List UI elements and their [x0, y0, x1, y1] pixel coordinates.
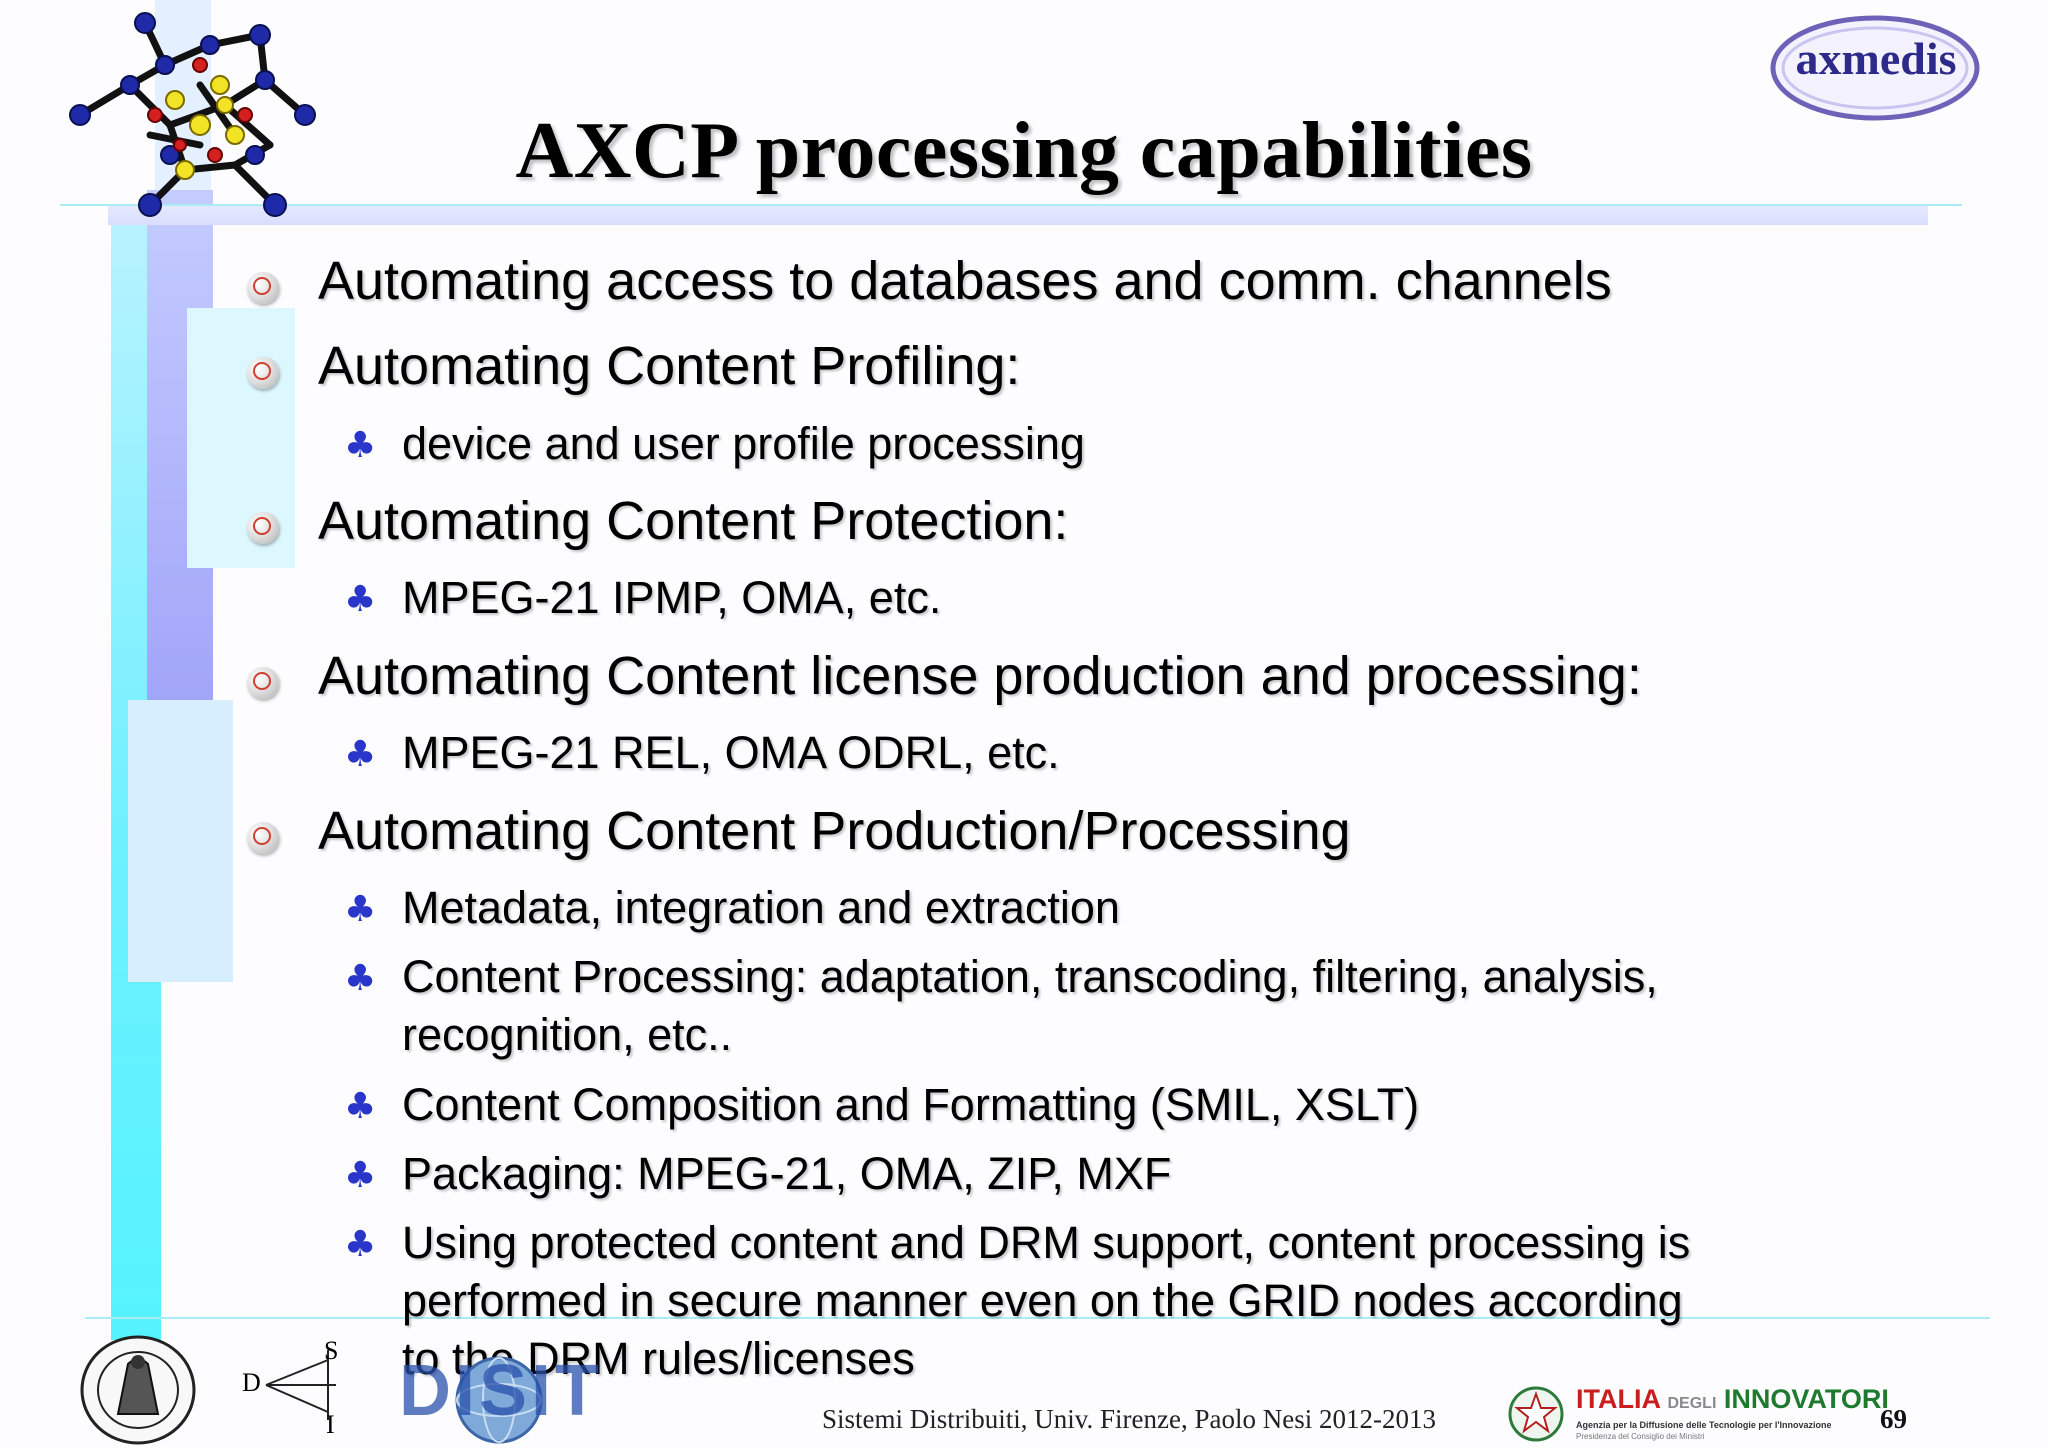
sub-bullet-text: Content Composition and Formatting (SMIL…	[402, 1079, 1420, 1130]
club-bullet-icon: ♣	[344, 734, 377, 775]
ring-bullet-icon	[247, 512, 279, 544]
club-bullet-icon: ♣	[344, 958, 377, 999]
bullet-text: Automating Content Production/Processing	[318, 801, 1351, 861]
header-bar	[108, 205, 1928, 225]
club-bullet-icon: ♣	[344, 1086, 377, 1127]
divider-bottom	[85, 1317, 1990, 1319]
page-number: 69	[1880, 1404, 1907, 1434]
sub-bullet-text: Using protected content and DRM support,…	[402, 1217, 1691, 1268]
divider-top	[60, 204, 1962, 206]
bullet-text: Automating Content license production an…	[318, 646, 1642, 706]
molecule-logo	[69, 12, 316, 217]
sub-bullet-text: Packaging: MPEG-21, OMA, ZIP, MXF	[402, 1148, 1172, 1199]
bullet-text: Automating Content Protection:	[318, 491, 1069, 551]
dsi-logo: D S I	[242, 1336, 339, 1439]
ring-bullet-icon	[247, 822, 279, 854]
ring-bullet-icon	[247, 357, 279, 389]
university-seal-logo	[80, 1335, 196, 1445]
disit-logo: DISIT	[396, 1351, 606, 1444]
club-bullet-icon: ♣	[344, 889, 377, 930]
club-bullet-icon: ♣	[344, 579, 377, 620]
sub-bullet-text: MPEG-21 IPMP, OMA, etc.	[402, 572, 942, 623]
footer-text: Sistemi Distribuiti, Univ. Firenze, Paol…	[822, 1404, 1436, 1434]
axmedis-wordmark: axmedis	[1795, 33, 1957, 84]
club-bullet-icon: ♣	[344, 425, 377, 466]
axmedis-logo: axmedis	[1768, 8, 1983, 123]
sub-bullet-text: Content Processing: adaptation, transcod…	[402, 951, 1658, 1002]
slide-title: AXCP processing capabilities	[515, 107, 1533, 195]
sub-bullet-text: device and user profile processing	[402, 418, 1085, 469]
sub-bullet-text: recognition, etc..	[402, 1009, 733, 1060]
bullet-text: Automating Content Profiling:	[318, 336, 1021, 396]
sub-bullet-text: MPEG-21 REL, OMA ODRL, etc.	[402, 727, 1060, 778]
agenzia-caption: Agenzia per la Diffusione delle Tecnolog…	[1576, 1420, 1832, 1430]
club-bullet-icon: ♣	[344, 1224, 377, 1265]
sub-bullet-text: performed in secure manner even on the G…	[402, 1275, 1683, 1326]
presidenza-caption: Presidenza del Consiglio dei Ministri	[1576, 1432, 1705, 1441]
ring-bullet-icon	[247, 667, 279, 699]
italian-emblem-icon	[1508, 1386, 1564, 1442]
bullet-text: Automating access to databases and comm.…	[318, 251, 1612, 311]
club-bullet-icon: ♣	[344, 1155, 377, 1196]
decor-block	[128, 700, 233, 982]
sub-bullet-text: Metadata, integration and extraction	[402, 882, 1120, 933]
ring-bullet-icon	[247, 272, 279, 304]
italia-innovatori-logo: ITALIA DEGLI INNOVATORI	[1576, 1384, 1889, 1414]
